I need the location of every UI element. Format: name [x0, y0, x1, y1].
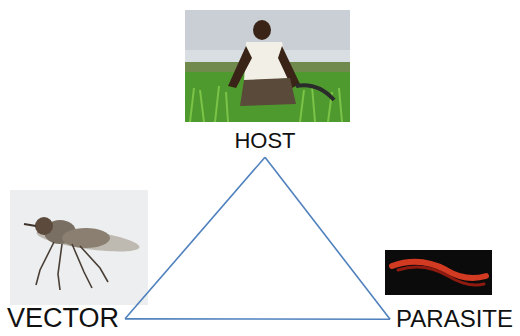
triangle-side — [125, 157, 265, 319]
node-label: VECTOR — [7, 304, 119, 334]
parasite-photo — [385, 250, 492, 295]
triangle-side — [125, 318, 390, 320]
fly-photo — [10, 190, 148, 305]
triangle-side — [265, 157, 390, 319]
concept-node: VECTOR — [4, 303, 122, 335]
concept-node: PARASITE — [393, 305, 516, 333]
node-label: PARASITE — [396, 306, 513, 332]
farmer-photo — [185, 10, 350, 122]
concept-node: HOST — [231, 128, 298, 154]
node-label: HOST — [234, 129, 295, 153]
